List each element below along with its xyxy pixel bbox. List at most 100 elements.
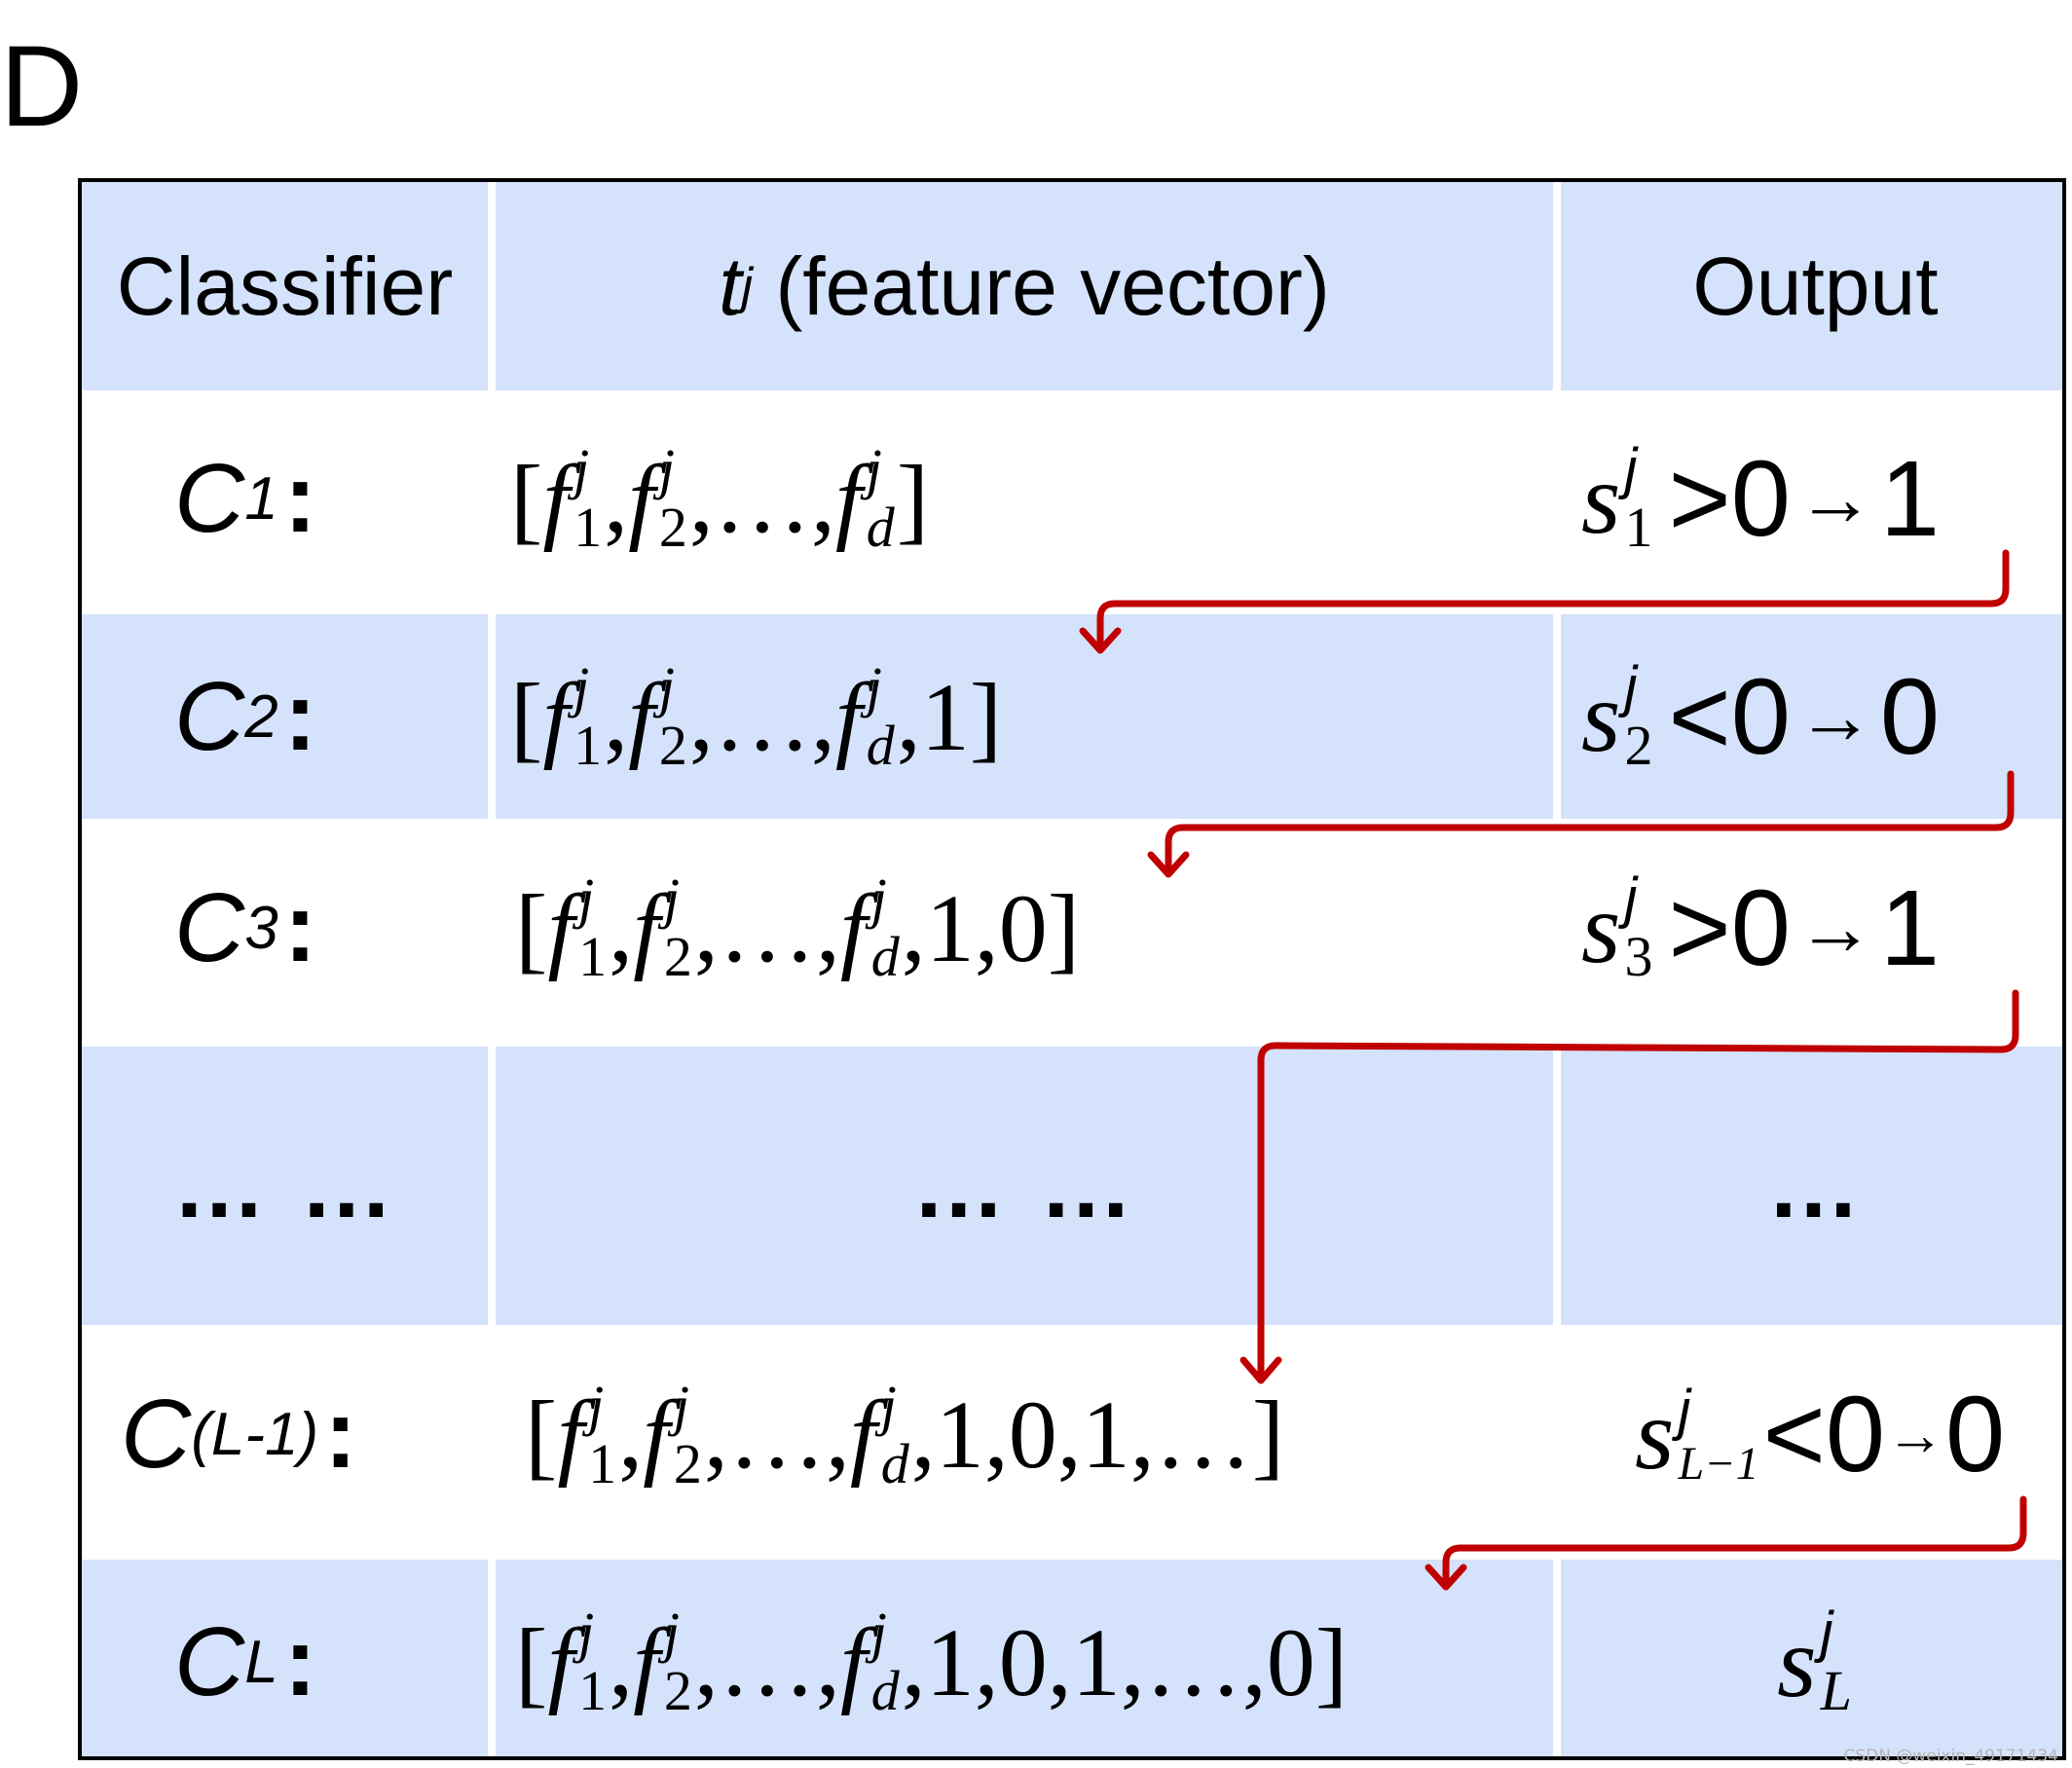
bracket-open: [ — [510, 662, 543, 771]
binary-result: 1 — [1879, 438, 1941, 559]
ellipsis-middle: … … — [911, 1133, 1137, 1237]
bracket-open: [ — [510, 444, 543, 553]
f-symbol: f — [633, 1607, 660, 1716]
classifier-name: C — [174, 661, 245, 771]
ellipsis: ,…, — [693, 873, 840, 982]
f-symbol: f — [628, 444, 655, 553]
comma: , — [604, 444, 629, 553]
f-symbol: f — [839, 1607, 868, 1716]
maps-to-arrow: → — [1795, 455, 1874, 541]
panel-label: D — [0, 22, 84, 151]
row5-classifier: C(L-1): — [121, 1325, 491, 1544]
classifier-name: C — [174, 443, 245, 553]
header-classifier: Classifier — [82, 182, 488, 390]
score-symbol: s — [1581, 660, 1621, 773]
score-symbol: s — [1581, 442, 1621, 555]
comma: , — [609, 1607, 634, 1716]
comma: , — [609, 873, 634, 982]
classifier-index: 3 — [244, 894, 278, 962]
row-ellipsis-classifier: … … — [82, 1047, 488, 1325]
comma: , — [618, 1381, 644, 1489]
binary-result: 0 — [1879, 656, 1941, 777]
row2-bg-left — [82, 614, 488, 819]
row6-bg-mid — [496, 1560, 1553, 1756]
score-symbol: s — [1777, 1605, 1817, 1718]
classifier-colon: : — [324, 1380, 357, 1489]
ellipsis: ,…, — [703, 1381, 850, 1489]
f-symbol: f — [547, 873, 575, 982]
row-ellipsis-vector: … … — [496, 1047, 1553, 1325]
binary-result: 0 — [1945, 1375, 2006, 1494]
maps-to-arrow: → — [1886, 1402, 1944, 1467]
f-symbol: f — [628, 662, 655, 771]
vector-tail: ,1] — [896, 662, 1003, 771]
ellipsis-right: … — [1766, 1133, 1865, 1237]
header-feature-label: (feature vector) — [753, 239, 1330, 332]
score-comparison: >0 — [1668, 438, 1791, 559]
maps-to-arrow: → — [1795, 673, 1874, 759]
classifier-name: C — [174, 872, 245, 982]
ellipsis: ,…, — [688, 662, 835, 771]
vector-tail: ,1,0,1,…] — [910, 1381, 1285, 1489]
maps-to-arrow: → — [1795, 884, 1874, 971]
vector-tail: ,1,0] — [901, 873, 1081, 982]
ellipsis-left: … … — [172, 1133, 397, 1237]
score-symbol: s — [1581, 871, 1621, 984]
row6-bg-right — [1561, 1560, 2062, 1756]
f-symbol: f — [849, 1381, 877, 1489]
classifier-colon: : — [283, 661, 317, 771]
f-symbol: f — [557, 1381, 585, 1489]
f-symbol: f — [643, 1381, 670, 1489]
binary-result: 1 — [1879, 867, 1941, 988]
classifier-index: L — [244, 1628, 278, 1696]
header-t-symbol: t — [719, 239, 742, 332]
header-classifier-label: Classifier — [116, 239, 454, 332]
comma: , — [604, 662, 629, 771]
f-symbol: f — [834, 444, 863, 553]
ellipsis: ,…, — [688, 444, 835, 553]
score-comparison: <0 — [1762, 1375, 1885, 1494]
row-ellipsis-output: … — [1561, 1047, 2062, 1325]
classifier-index: (L-1) — [191, 1401, 319, 1468]
score-symbol: s — [1635, 1379, 1675, 1491]
classifier-name: C — [121, 1380, 192, 1489]
f-symbol: f — [834, 662, 863, 771]
f-symbol: f — [633, 873, 660, 982]
score-comparison: >0 — [1668, 867, 1791, 988]
f-symbol: f — [542, 444, 571, 553]
classifier-colon: : — [283, 1606, 317, 1716]
classifier-colon: : — [283, 872, 317, 982]
header-output-label: Output — [1692, 239, 1939, 332]
